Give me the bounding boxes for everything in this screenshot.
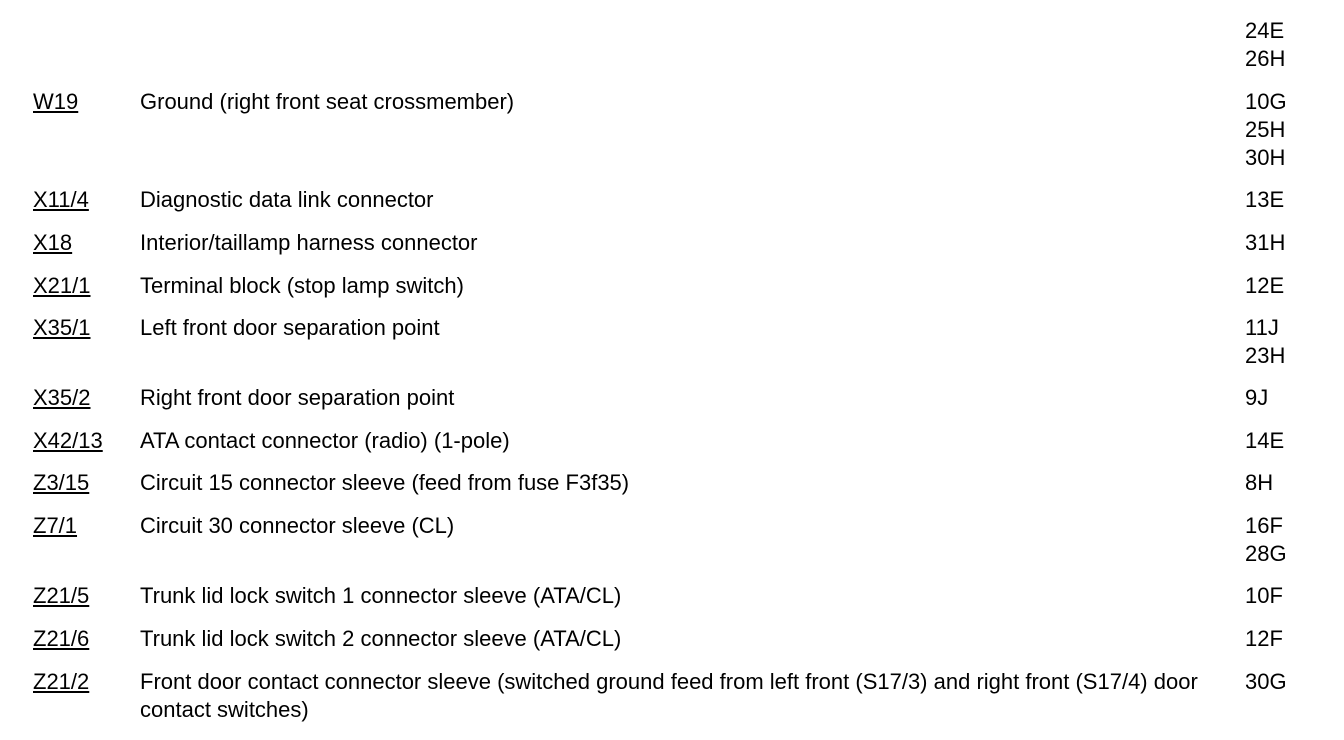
component-code-link[interactable]: X35/1 bbox=[33, 315, 91, 340]
grid-location: 23H bbox=[1245, 343, 1286, 368]
grid-locations: 16F 28G bbox=[1245, 512, 1335, 568]
grid-location: 11J bbox=[1245, 315, 1279, 340]
component-code-link[interactable]: Z21/6 bbox=[33, 626, 90, 651]
grid-location: 12F bbox=[1245, 626, 1283, 651]
grid-location: 10F bbox=[1245, 583, 1283, 608]
grid-location: 28G bbox=[1245, 541, 1287, 566]
component-description: Trunk lid lock switch 1 connector sleeve… bbox=[140, 583, 622, 608]
grid-locations: 13E bbox=[1245, 186, 1335, 214]
grid-locations: 10G 25H 30H bbox=[1245, 88, 1335, 172]
component-description: Trunk lid lock switch 2 connector sleeve… bbox=[140, 626, 622, 651]
component-code-link[interactable]: X35/2 bbox=[33, 385, 91, 410]
grid-location: 30G bbox=[1245, 669, 1287, 694]
component-code-link[interactable]: W19 bbox=[33, 89, 79, 114]
component-description: Diagnostic data link connector bbox=[140, 187, 434, 212]
component-description: Circuit 15 connector sleeve (feed from f… bbox=[140, 470, 630, 495]
component-description: Interior/taillamp harness connector bbox=[140, 230, 478, 255]
grid-locations: 12F bbox=[1245, 625, 1335, 653]
grid-location: 10G bbox=[1245, 89, 1287, 114]
component-description: Left front door separation point bbox=[140, 315, 440, 340]
grid-location: 24E bbox=[1245, 18, 1285, 43]
grid-locations: 24E 26H bbox=[1245, 17, 1335, 73]
component-code-link[interactable]: Z21/5 bbox=[33, 583, 90, 608]
grid-location: 31H bbox=[1245, 230, 1286, 255]
grid-location: 9J bbox=[1245, 385, 1269, 410]
grid-location: 13E bbox=[1245, 187, 1285, 212]
grid-location: 26H bbox=[1245, 46, 1286, 71]
grid-location: 8H bbox=[1245, 470, 1274, 495]
grid-location: 14E bbox=[1245, 428, 1285, 453]
component-code-link[interactable]: X21/1 bbox=[33, 273, 91, 298]
grid-location: 25H bbox=[1245, 117, 1286, 142]
component-code-link[interactable]: Z7/1 bbox=[33, 513, 78, 538]
grid-locations: 31H bbox=[1245, 229, 1335, 257]
component-description: Ground (right front seat crossmember) bbox=[140, 89, 515, 114]
component-code-link[interactable]: Z21/2 bbox=[33, 669, 90, 694]
component-code-link[interactable]: X18 bbox=[33, 230, 73, 255]
grid-location: 12E bbox=[1245, 273, 1285, 298]
grid-locations: 9J bbox=[1245, 384, 1335, 412]
component-description: ATA contact connector (radio) (1-pole) bbox=[140, 428, 510, 453]
grid-locations: 30G bbox=[1245, 668, 1335, 696]
component-description: Terminal block (stop lamp switch) bbox=[140, 273, 464, 298]
grid-locations: 14E bbox=[1245, 427, 1335, 455]
component-description: Circuit 30 connector sleeve (CL) bbox=[140, 513, 455, 538]
grid-location: 16F bbox=[1245, 513, 1283, 538]
component-description: Front door contact connector sleeve (swi… bbox=[140, 669, 1198, 722]
component-description: Right front door separation point bbox=[140, 385, 455, 410]
component-code-link[interactable]: Z3/15 bbox=[33, 470, 90, 495]
grid-locations: 8H bbox=[1245, 469, 1335, 497]
component-code-link[interactable]: X11/4 bbox=[33, 187, 89, 212]
grid-locations: 12E bbox=[1245, 272, 1335, 300]
component-code-link[interactable]: X42/13 bbox=[33, 428, 103, 453]
grid-locations: 10F bbox=[1245, 582, 1335, 610]
grid-location: 30H bbox=[1245, 145, 1286, 170]
grid-locations: 11J 23H bbox=[1245, 314, 1335, 370]
